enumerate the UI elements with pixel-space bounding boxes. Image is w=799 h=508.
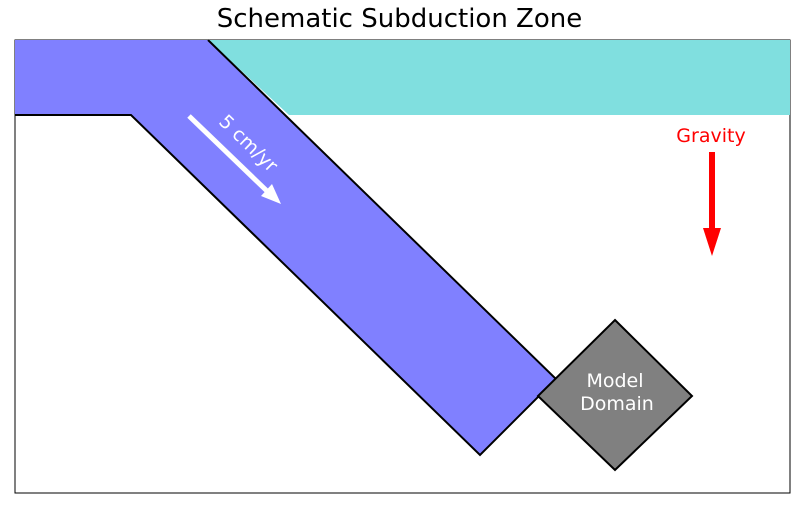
model-domain-label-line2: Domain xyxy=(580,393,654,415)
gravity-label: Gravity xyxy=(676,125,745,147)
subducting-slab xyxy=(15,40,556,455)
velocity-arrowhead-icon xyxy=(261,184,281,204)
slab-outline xyxy=(15,39,558,457)
model-domain-label-line1: Model xyxy=(586,370,643,392)
model-domain-diamond xyxy=(536,318,694,472)
overriding-plate xyxy=(208,40,790,115)
diagram-title: Schematic Subduction Zone xyxy=(216,4,583,34)
velocity-arrow-icon xyxy=(187,114,270,194)
gravity-arrow-icon xyxy=(709,152,715,230)
gravity-arrowhead-icon xyxy=(703,228,721,256)
